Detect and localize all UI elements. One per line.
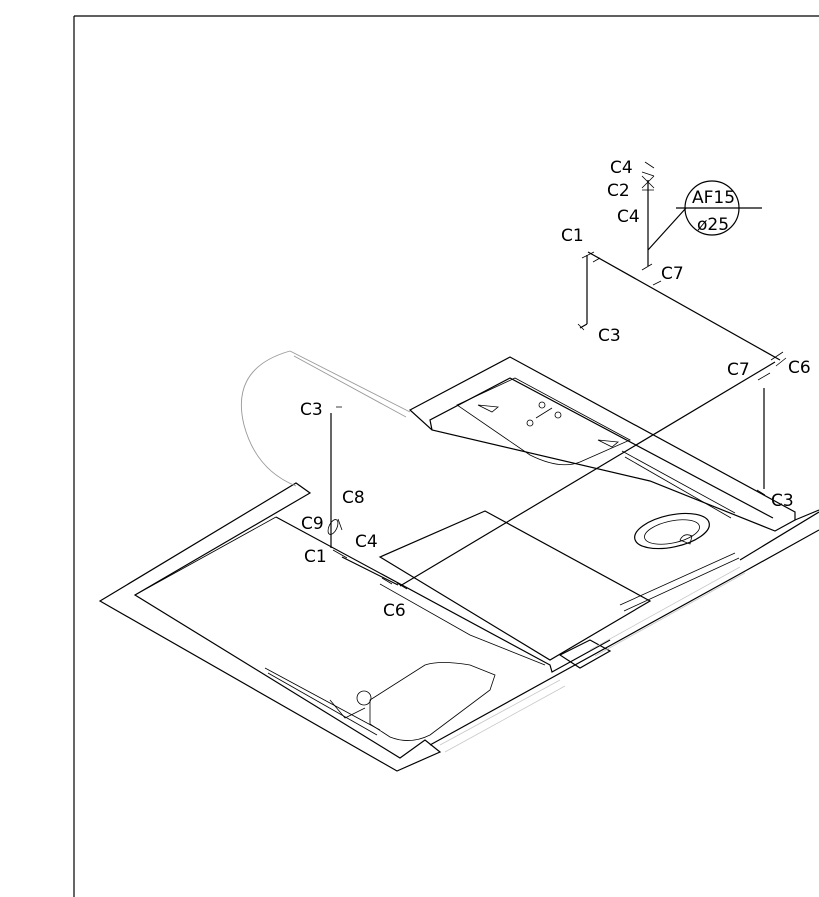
label-c7-right: C7 (727, 360, 750, 380)
right-outer-wall (429, 509, 819, 746)
upper-room-wall (408, 356, 796, 532)
piping (327, 161, 787, 590)
fitting-labels: C4 C2 C4 C1 C7 C3 C7 C6 C3 C8 C9 C4 C1 C… (300, 158, 811, 621)
label-c6-bottom: C6 (383, 601, 406, 621)
interior-diagonal (558, 639, 612, 669)
label-c9: C9 (301, 514, 324, 534)
label-mid-c4: C4 (617, 207, 640, 227)
label-c3-top: C3 (598, 326, 621, 346)
partition-line (275, 516, 611, 673)
left-wing-outer-wall (98, 482, 442, 772)
label-top-c4: C4 (610, 158, 633, 178)
label-c6-right: C6 (788, 358, 811, 378)
shower-tray-lower (369, 662, 496, 741)
door-swing (240, 350, 411, 487)
shower-tray-upper (456, 377, 631, 466)
callout-pipe-id: AF15 (692, 188, 735, 208)
upper-room-inner-wall (429, 377, 774, 519)
callout-diameter: ø25 (697, 215, 729, 235)
label-c1-top: C1 (561, 226, 584, 246)
upper-drain-fittings (477, 401, 619, 448)
label-c7-top: C7 (661, 264, 684, 284)
label-c1-left: C1 (304, 547, 327, 567)
label-c4-left: C4 (355, 532, 378, 552)
toilet-fixture (634, 512, 710, 550)
wall-pipes (264, 450, 740, 736)
window-sills (439, 566, 746, 753)
label-c8: C8 (342, 488, 365, 508)
sheet-border (73, 15, 819, 897)
pipe-callout: AF15 ø25 (647, 180, 762, 251)
left-wing-inner-wall (134, 516, 277, 596)
central-partition (378, 510, 652, 661)
label-top-c2: C2 (607, 181, 630, 201)
right-outer-wall-2 (739, 511, 819, 561)
floor-plan (98, 350, 819, 772)
label-c3-right: C3 (771, 491, 794, 511)
label-c3-left: C3 (300, 400, 323, 420)
